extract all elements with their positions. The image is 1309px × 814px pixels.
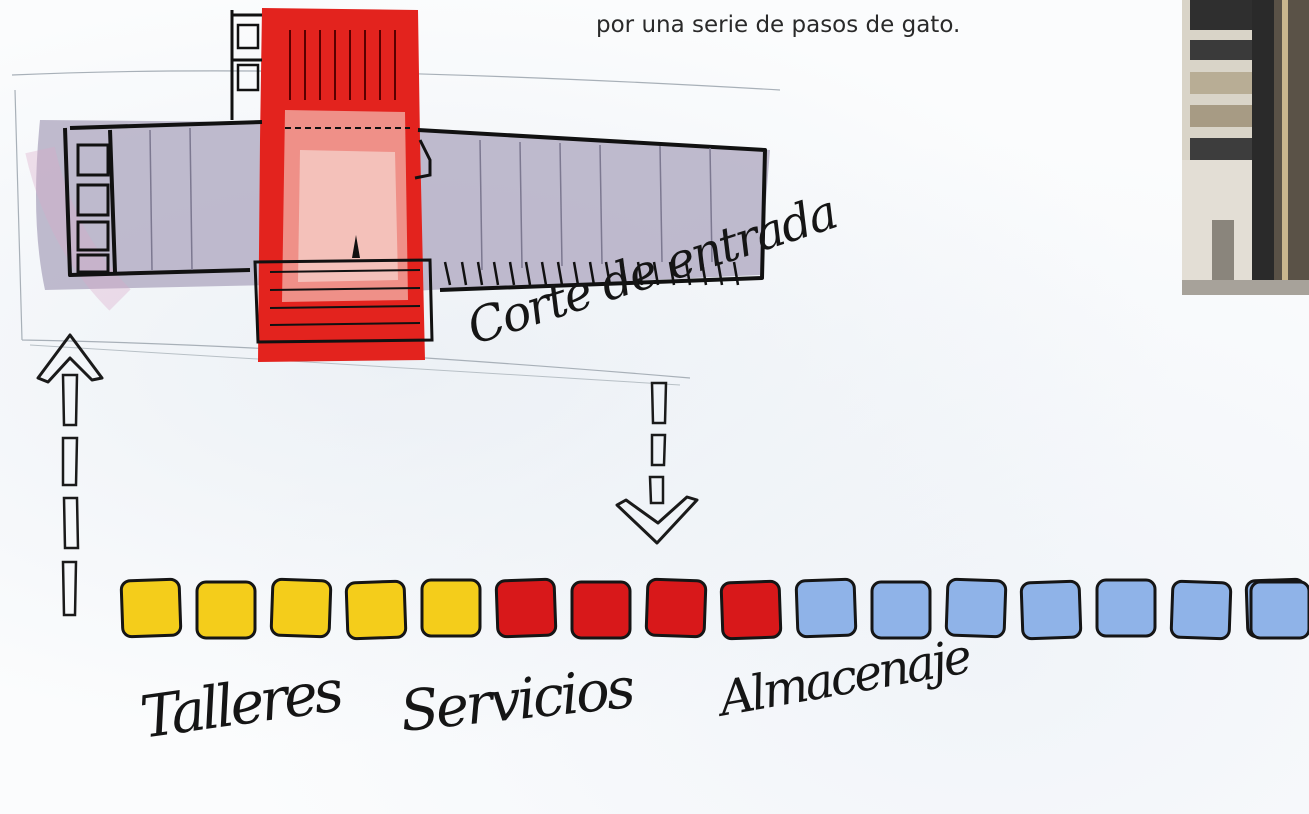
building-photo-image <box>1182 0 1309 295</box>
almacenaje-module <box>944 577 1008 639</box>
talleres-module <box>344 579 408 641</box>
tower-windows <box>236 23 260 92</box>
pencil-ground-line <box>29 344 681 386</box>
servicios-module <box>719 579 783 641</box>
building-photo <box>1182 0 1309 295</box>
caption-text: por una serie de pasos de gato. <box>596 0 1066 50</box>
core-highlight <box>298 150 398 282</box>
almacenaje-module <box>870 580 932 640</box>
caption-line-2: por una serie de pasos de gato. <box>596 12 961 38</box>
servicios-module <box>570 580 632 640</box>
servicios-module <box>494 577 558 639</box>
talleres-module <box>420 578 482 638</box>
human-figure <box>352 235 360 258</box>
almacenaje-module <box>1019 579 1083 641</box>
almacenaje-module <box>1095 578 1157 638</box>
stair-treads <box>269 269 421 326</box>
talleres-module <box>269 577 333 639</box>
base-stair-block <box>253 258 434 344</box>
talleres-module <box>195 580 257 640</box>
nave-outline <box>63 120 767 292</box>
program-module-strip <box>119 577 1309 641</box>
almacenaje-module <box>1249 580 1309 640</box>
arrow-up-icon <box>36 333 104 617</box>
almacenaje-module <box>1169 579 1233 641</box>
servicios-module <box>644 577 708 639</box>
upper-left-tower <box>230 10 262 120</box>
storage-racks <box>443 261 740 286</box>
nave-columns <box>149 127 713 271</box>
core-hatching <box>289 30 396 100</box>
arrow-down-icon <box>615 381 699 545</box>
almacenaje-module <box>794 577 858 639</box>
talleres-module <box>119 577 183 639</box>
left-end-cells <box>76 143 110 274</box>
nave-joint <box>414 139 432 180</box>
